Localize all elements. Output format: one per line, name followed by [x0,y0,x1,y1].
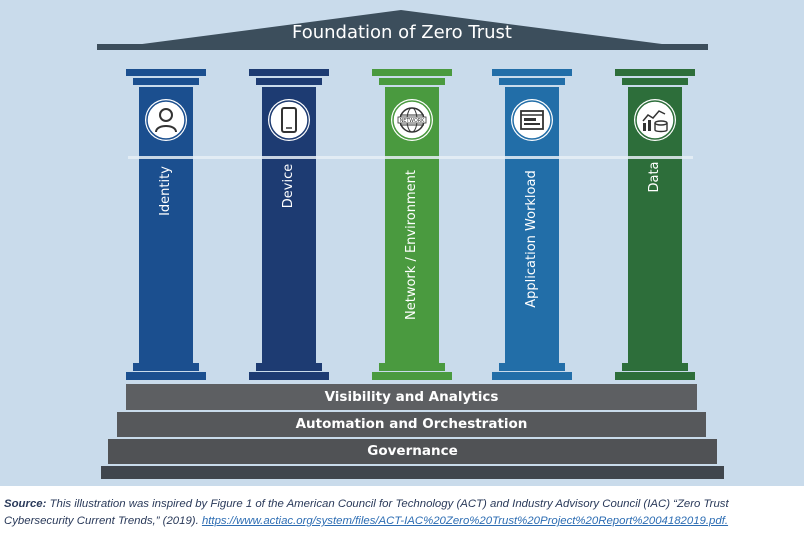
step-label-governance: Governance [367,443,458,459]
zero-trust-diagram: Foundation of Zero Trust NETWORK [0,0,804,486]
step-label-visibility-analytics: Visibility and Analytics [324,389,499,405]
step-visibility-analytics [126,384,697,410]
step-automation-orchestration [117,412,706,437]
caption-source-label: Source: [4,498,47,510]
step-base [101,466,724,479]
caption-line-2: Cybersecurity Current Trends,” (2019). h… [4,513,802,530]
data-analytics-icon [634,99,676,141]
application-window-icon [511,99,553,141]
pillar-label-device: Device [281,163,296,209]
pillar-label-network-environment: Network / Environment [404,170,419,320]
mobile-device-icon [268,99,310,141]
roof [97,10,708,50]
diagram-shapes [97,10,724,479]
step-governance [108,439,717,464]
caption-line-1: Source: This illustration was inspired b… [4,496,802,513]
pillar-label-data: Data [647,161,662,193]
svg-text:NETWORK: NETWORK [400,118,425,124]
pillar-label-application-workload: Application Workload [524,170,539,308]
roof-base [97,44,708,50]
caption-source-link[interactable]: https://www.actiac.org/system/files/ACT-… [201,515,729,527]
network-globe-icon: NETWORK [391,99,433,141]
person-icon [145,99,187,141]
figure-caption: Source: This illustration was inspired b… [4,496,802,530]
horizontal-beam-line [128,156,693,159]
caption-text-1: This illustration was inspired by Figure… [46,498,729,510]
step-label-automation-orchestration: Automation and Orchestration [295,416,528,432]
caption-text-2: Cybersecurity Current Trends,” (2019). [4,515,202,527]
pillar-device [249,69,329,380]
diagram-title: Foundation of Zero Trust [291,22,512,43]
pillar-label-identity: Identity [158,166,173,216]
